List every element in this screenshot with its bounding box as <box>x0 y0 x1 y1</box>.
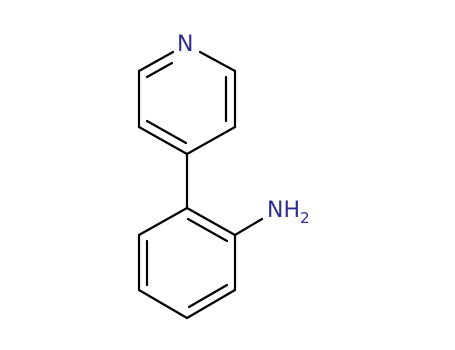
benzene-inner-3 <box>186 217 229 243</box>
benzene-ring <box>137 206 237 320</box>
amine-bond <box>233 217 264 237</box>
bond-c6-n <box>198 50 237 73</box>
bond-c4-c5 <box>185 125 237 156</box>
benzene-inner-2 <box>187 283 229 309</box>
double-bond-inner-1 <box>145 61 174 79</box>
bond-b3-b4 <box>137 288 189 320</box>
amine-label: NH2 <box>267 198 310 227</box>
bond-b4-b5 <box>185 288 237 320</box>
double-bond-inner-2 <box>145 119 188 145</box>
bond-c3-c4 <box>137 125 189 156</box>
pyridine-nitrogen-label: N <box>177 32 193 57</box>
amine-nh-text: NH <box>267 198 300 223</box>
bond-b6-b1 <box>185 206 237 237</box>
pyridine-ring <box>137 50 237 156</box>
bond-b1-b2 <box>137 206 189 237</box>
amine-subscript: 2 <box>300 209 310 227</box>
bond-n-c2 <box>137 50 175 73</box>
